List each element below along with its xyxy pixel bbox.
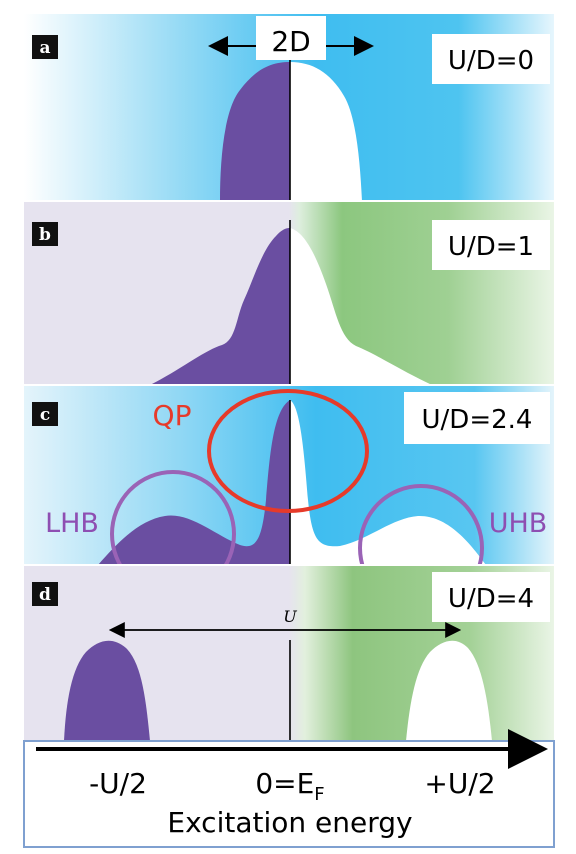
panel-d-label: U/D=4 xyxy=(448,584,534,614)
panel-a: 2D a U/D=0 xyxy=(24,14,554,201)
panel-d: U d U/D=4 xyxy=(24,565,554,741)
panel-b-label: U/D=1 xyxy=(448,232,534,262)
panel-d-lower-hubbard-band xyxy=(64,640,150,741)
axis-tick-left: -U/2 xyxy=(89,767,147,800)
panel-c-letter-badge xyxy=(32,402,58,426)
panel-c-letter: c xyxy=(40,405,50,425)
panel-a-letter: a xyxy=(39,38,50,58)
axis-tick-center-main: 0=E xyxy=(255,767,314,800)
panel-b-label-box xyxy=(432,220,550,270)
axis-tick-right: +U/2 xyxy=(424,767,495,800)
panel-a-occupied-dos xyxy=(220,62,290,201)
panel-d-gap-label: U xyxy=(283,607,297,626)
panel-b-occupied-dos xyxy=(150,228,290,385)
axis-tick-center-subscript: F xyxy=(314,784,324,805)
panel-d-letter-badge xyxy=(32,582,58,606)
axis-area: -U/2 0=EF +U/2 Excitation energy xyxy=(23,729,555,848)
panel-d-label-box xyxy=(432,572,550,622)
panel-c-qp-label: QP xyxy=(153,399,192,432)
panel-c-uhb-label: UHB xyxy=(489,508,548,539)
panel-d-letter: d xyxy=(39,585,51,605)
panel-c: QP LHB UHB c U/D=2.4 xyxy=(24,385,554,612)
axis-tick-center: 0=EF xyxy=(255,767,324,805)
panel-a-letter-badge xyxy=(32,35,58,59)
panel-c-lhb-label: LHB xyxy=(45,508,99,539)
panel-a-label: U/D=0 xyxy=(448,46,534,76)
panel-a-bandwidth-label-box xyxy=(256,16,326,60)
panel-c-qp-circle xyxy=(207,389,369,513)
panel-b-empty-dos xyxy=(290,228,432,385)
panel-a-label-box xyxy=(432,34,550,84)
panel-b-letter: b xyxy=(39,225,51,245)
panel-b: b U/D=1 xyxy=(24,201,554,385)
panel-c-occupied-dos xyxy=(98,400,290,565)
axis-title: Excitation energy xyxy=(167,806,412,839)
panel-c-empty-dos xyxy=(290,400,486,565)
panel-c-label: U/D=2.4 xyxy=(422,405,533,435)
panel-b-letter-badge xyxy=(32,222,58,246)
panel-a-bandwidth-label: 2D xyxy=(271,25,310,58)
panel-d-upper-hubbard-band xyxy=(406,640,492,741)
panel-c-label-box xyxy=(404,392,550,444)
axis-frame xyxy=(23,740,555,848)
panel-a-empty-dos xyxy=(290,62,362,201)
